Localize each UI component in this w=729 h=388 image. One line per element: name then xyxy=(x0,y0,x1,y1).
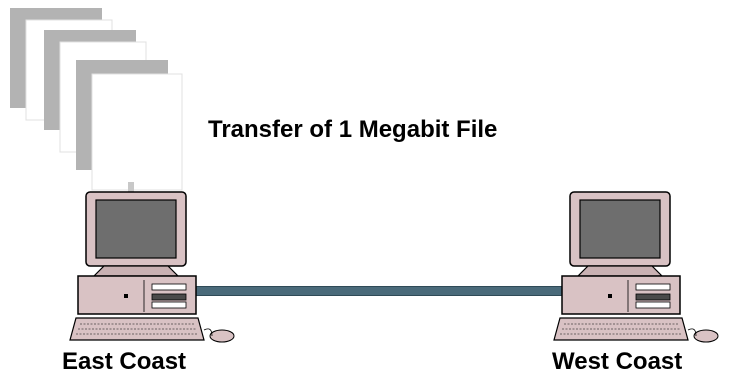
west-coast-label: West Coast xyxy=(552,348,683,375)
desktop-computer-icon xyxy=(553,191,719,343)
east-coast-label: East Coast xyxy=(62,348,187,375)
diagram-title: Transfer of 1 Megabit File xyxy=(208,116,498,143)
document-stack-icon xyxy=(10,8,183,192)
network-link-line xyxy=(180,286,575,296)
desktop-computer-icon xyxy=(69,191,235,343)
